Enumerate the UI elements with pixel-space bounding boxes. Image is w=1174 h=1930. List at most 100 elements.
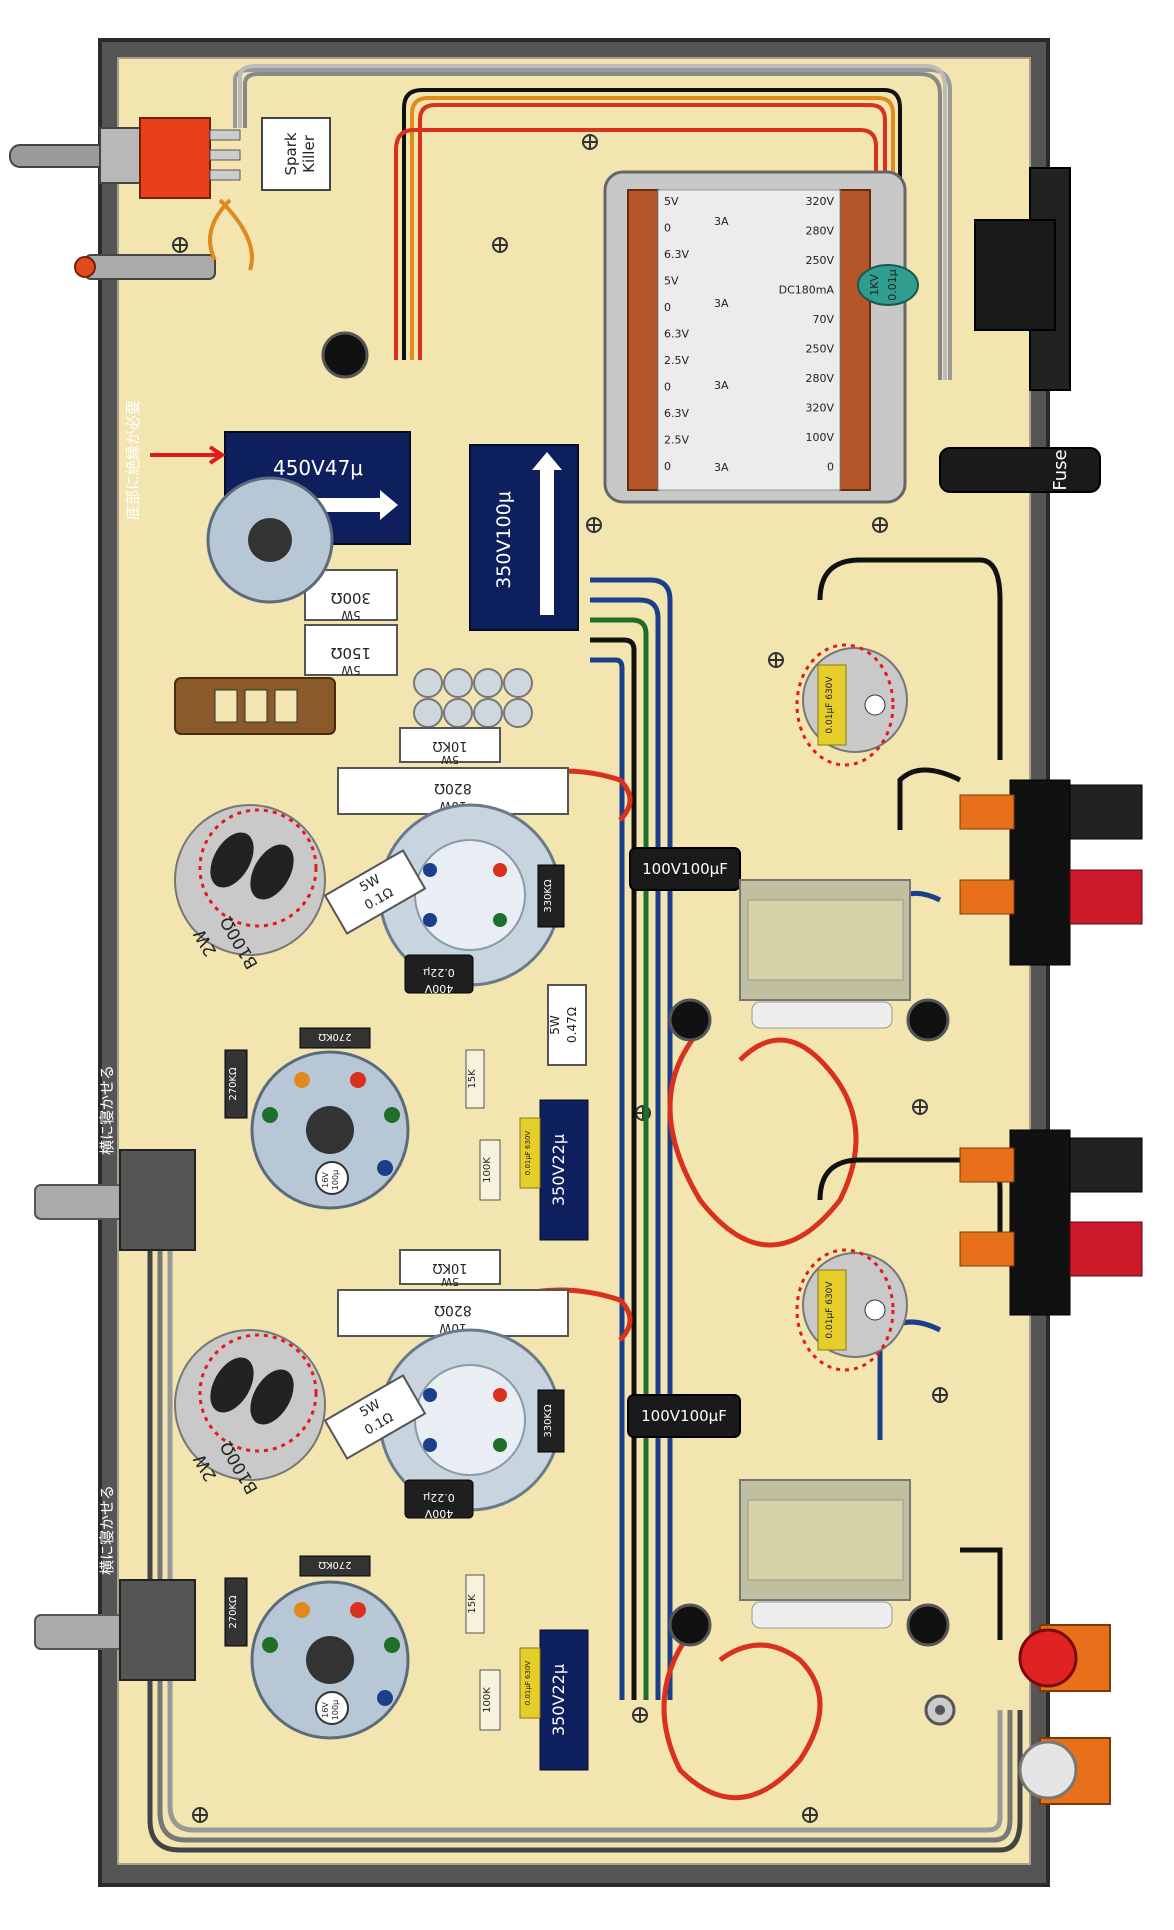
pt-left-tap-5: 6.3V xyxy=(664,328,689,341)
power-switch[interactable] xyxy=(9,117,241,199)
pt-right-tap-8: 100V xyxy=(805,431,834,444)
lay-flat-note-2: 横に寝かせる xyxy=(98,1485,116,1575)
pot-b100-top: 2W B100Ω xyxy=(174,804,326,972)
res-270k-a-label: 270KΩ xyxy=(318,1031,352,1042)
cap-350v22u-bot: 350V22μ 0.01μF 630V xyxy=(519,1629,589,1771)
insulation-note: 底部に絶縁が必要 xyxy=(124,400,142,520)
rca-input-jack-white[interactable] xyxy=(1018,1737,1111,1805)
pt-right-tap-0: 320V xyxy=(805,195,834,208)
output-transformer-bot xyxy=(739,1479,911,1629)
output-tube-socket-bot xyxy=(378,1328,562,1512)
driver-tube-socket-top xyxy=(250,1050,410,1210)
resistor-820-bot: 820Ω 10W xyxy=(337,1289,569,1337)
res-820-top-value: 820Ω xyxy=(434,780,472,796)
wire-bundle-bottom xyxy=(147,1230,1023,1853)
pt-left-tap-1: 0 xyxy=(664,222,671,235)
cap-022-top-volt: 400V xyxy=(424,982,453,995)
resistor-15k-bot: 15K xyxy=(465,1574,485,1634)
output-tube-socket-top xyxy=(378,803,562,987)
spark-killer-label-2: Killer xyxy=(300,134,318,173)
resistor-150ohm: 150Ω 5W xyxy=(304,624,398,677)
insulation-arrow xyxy=(150,445,226,465)
terminal-strip xyxy=(174,677,336,735)
resistor-330k-top: 330KΩ xyxy=(537,864,565,928)
resistor-330k-bot: 330KΩ xyxy=(537,1389,565,1453)
speaker-terminal-red-1[interactable] xyxy=(959,869,1143,925)
elec-16v-bot-a: 16V xyxy=(321,1702,330,1718)
cap-mounting-grid xyxy=(413,668,533,728)
resistor-270k-c: 270KΩ xyxy=(299,1555,371,1577)
cap-100v-bot-label: 100V100μF xyxy=(641,1407,727,1425)
bias-pot-bot: 0.01μF 630V xyxy=(795,1248,908,1372)
grommets xyxy=(321,331,950,1647)
resistor-270k-d: 270KΩ xyxy=(224,1577,248,1647)
res-100k-bot-label: 100K xyxy=(482,1687,493,1713)
rca-input-jack-red[interactable] xyxy=(1018,1624,1111,1692)
speaker-terminal-red-2[interactable] xyxy=(959,1221,1143,1277)
cap-100v100uf-top: 100V100μF xyxy=(629,847,741,891)
speaker-terminal-black-1[interactable] xyxy=(959,779,1143,966)
res-047-watt: 5W xyxy=(548,1015,562,1035)
cap-350v22u-bot-label: 350V22μ xyxy=(549,1664,568,1736)
cap-022-top-value: 0.22μ xyxy=(423,966,455,979)
ceramic-cap-label-1: 1KV xyxy=(868,274,881,296)
cap-350v100u-label: 350V100μ xyxy=(493,491,515,589)
pt-right-tap-4: 70V xyxy=(812,313,834,326)
rectifier-socket xyxy=(206,476,334,604)
cap-100v100uf-bot: 100V100μF xyxy=(627,1394,741,1438)
speaker-terminal-black-2[interactable] xyxy=(959,1129,1143,1316)
input-volume-pot-1[interactable] xyxy=(34,1149,196,1251)
res-10k-bot-value: 10KΩ xyxy=(432,1260,467,1275)
elec-cap-16v-bot: 16V 100μ xyxy=(315,1691,349,1725)
res-10k-top-watt: 5W xyxy=(441,753,459,766)
pot-b100-bot: 2W B100Ω xyxy=(174,1329,326,1497)
res-15k-bot-label: 15K xyxy=(467,1594,478,1614)
cap-022-bot: 0.22μ 400V xyxy=(404,1479,474,1520)
fuse-label: Fuse xyxy=(1050,449,1071,490)
film-cap-mid-bot-label: 0.01μF 630V xyxy=(524,1661,532,1706)
elec-16v-bot-b: 100μ xyxy=(331,1700,340,1720)
res-10k-bot-watt: 5W xyxy=(441,1275,459,1288)
resistor-270k-b: 270KΩ xyxy=(224,1049,248,1119)
ceramic-cap-label-2: 0.01μ xyxy=(886,269,899,301)
res-150-watt: 5W xyxy=(341,663,361,677)
res-330k-top-label: 330KΩ xyxy=(543,879,554,913)
spark-killer: Spark Killer xyxy=(261,117,331,191)
pt-right-tap-6: 280V xyxy=(805,372,834,385)
wire-bundle-spine xyxy=(590,577,673,1700)
filter-cap-350v100u: 350V100μ xyxy=(469,444,579,631)
resistor-01-top: 5W 0.1Ω xyxy=(323,849,427,935)
pt-right-tap-1: 280V xyxy=(805,225,834,238)
ac-inlet xyxy=(974,167,1071,391)
pt-amp-rating-3: 3A xyxy=(714,461,729,474)
resistor-01-bot: 5W 0.1Ω xyxy=(323,1374,427,1460)
elec-16v-top-a: 16V xyxy=(321,1172,330,1188)
bias-pot-top: 0.01μF 630V xyxy=(795,643,908,767)
resistor-270k-a: 270KΩ xyxy=(299,1027,371,1049)
res-150-value: 150Ω xyxy=(331,644,371,662)
resistor-100k-top: 100K xyxy=(479,1139,501,1201)
pt-amp-rating-2: 3A xyxy=(714,379,729,392)
pt-left-tap-10: 0 xyxy=(664,460,671,473)
driver-tube-socket-bot xyxy=(250,1580,410,1740)
input-volume-pot-2[interactable] xyxy=(34,1579,196,1681)
pt-left-tap-0: 5V xyxy=(664,195,679,208)
res-10k-top-value: 10KΩ xyxy=(432,738,467,753)
res-100k-top-label: 100K xyxy=(482,1157,493,1183)
cap-450v47u-label: 450V47μ xyxy=(273,456,363,480)
res-820-bot-value: 820Ω xyxy=(434,1302,472,1318)
res-300-value: 300Ω xyxy=(331,589,371,607)
elec-16v-top-b: 100μ xyxy=(331,1170,340,1190)
lay-flat-note-1: 横に寝かせる xyxy=(98,1065,116,1155)
resistor-047: 5W 0.47Ω xyxy=(547,984,587,1066)
ground-lug xyxy=(924,1694,956,1726)
pt-amp-rating-0: 3A xyxy=(714,215,729,228)
film-cap-bot-label: 0.01μF 630V xyxy=(825,1281,835,1339)
pt-amp-rating-1: 3A xyxy=(714,297,729,310)
pilot-lamp xyxy=(74,254,216,280)
wire-bundle-top xyxy=(233,64,952,420)
